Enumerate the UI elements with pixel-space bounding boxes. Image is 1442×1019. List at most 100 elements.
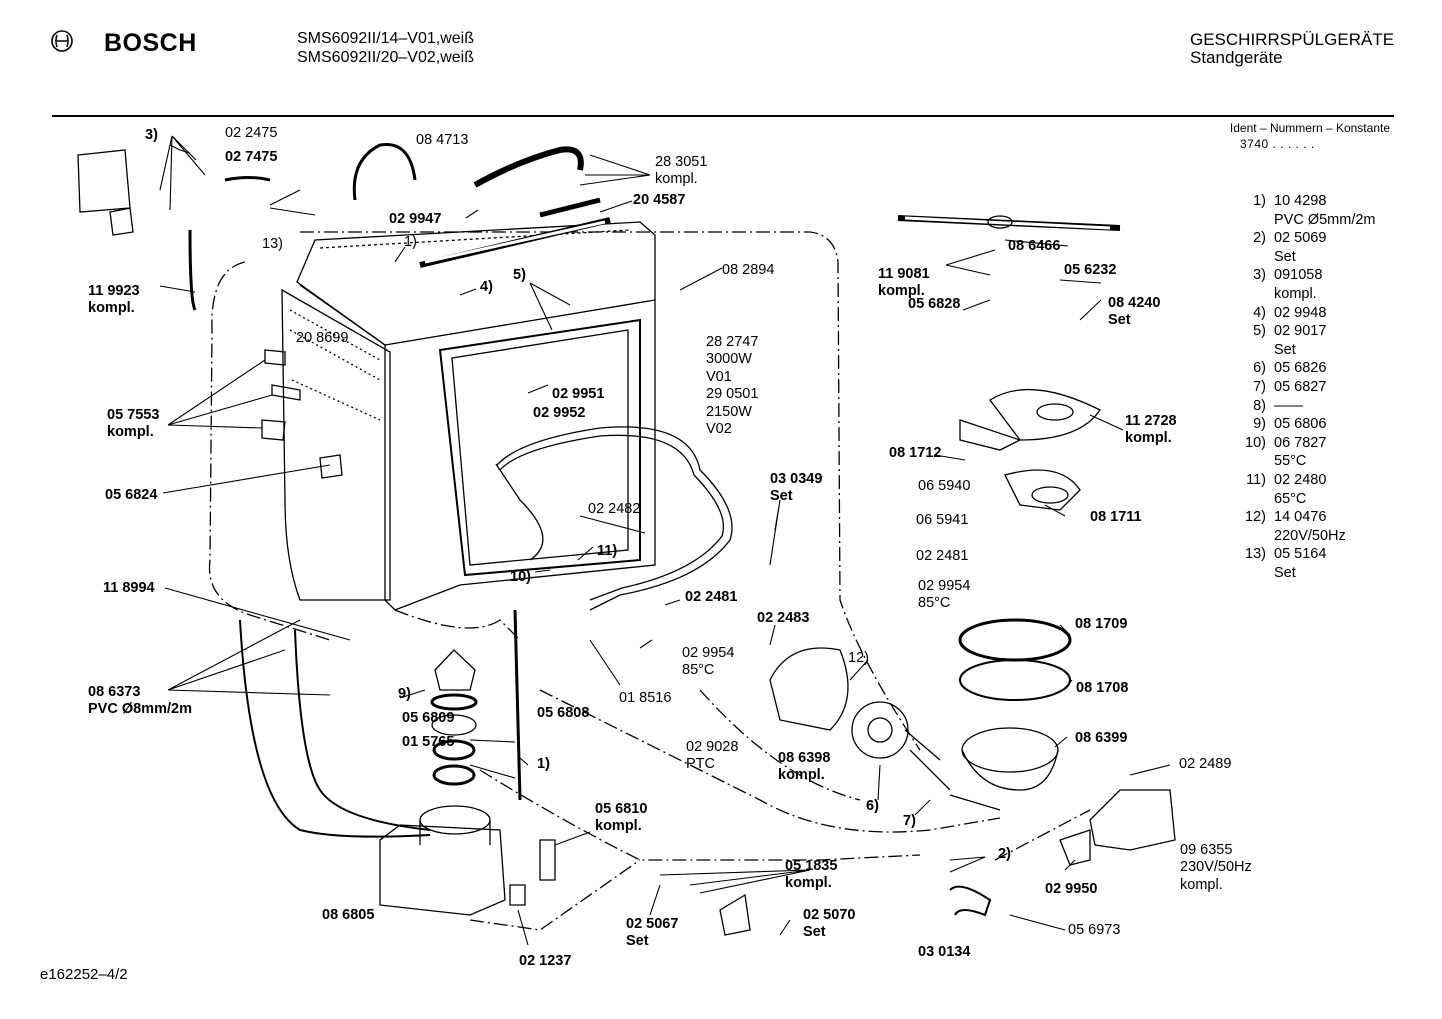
part-label-line: 13)	[262, 236, 283, 252]
part-label-line: kompl.	[1180, 876, 1223, 893]
legend-value: Set	[1274, 564, 1296, 581]
part-label-line: 08 1708	[1076, 680, 1129, 696]
part-label-line: 02 9951	[552, 386, 605, 402]
part-label-line: V02	[706, 420, 732, 437]
part-label-line: 1)	[404, 234, 417, 250]
part-label-p056828: 05 6828	[908, 296, 960, 313]
part-label-line: 3)	[145, 127, 158, 143]
part-label-line: 01 5765	[402, 734, 455, 750]
category-title: GESCHIRRSPÜLGERÄTE	[1190, 30, 1395, 49]
part-label-line: 2150W	[706, 403, 752, 420]
legend-number: 3)	[1253, 267, 1266, 284]
part-label-line: 05 6809	[402, 710, 455, 726]
part-label-line: 02 2481	[685, 589, 738, 605]
part-label-p084713: 08 4713	[416, 132, 468, 149]
part-label-line: 08 6399	[1075, 730, 1128, 746]
legend-row: 10)06 7827	[1228, 434, 1376, 453]
legend-number: 11)	[1246, 471, 1266, 488]
part-label-pn12: 12)	[848, 650, 869, 667]
part-label-p022475: 02 2475	[225, 125, 277, 142]
brand-name: BOSCH	[104, 29, 197, 57]
part-label-p056973: 05 6973	[1068, 922, 1120, 939]
legend-row: 4)02 9948	[1228, 304, 1376, 323]
part-label-line: 05 7553	[107, 407, 160, 423]
part-label-line: 08 6805	[322, 907, 375, 923]
part-label-pn4: 4)	[480, 279, 493, 296]
legend-number: 13)	[1245, 546, 1266, 563]
legend-value: kompl.	[1274, 285, 1317, 302]
part-label-line: kompl.	[88, 300, 135, 317]
part-label-line: kompl.	[655, 171, 698, 188]
part-label-line: 02 2489	[1179, 756, 1232, 772]
part-label-line: 08 6466	[1008, 238, 1061, 254]
part-label-line: 02 5067	[626, 916, 679, 932]
legend-row: 5)02 9017	[1228, 322, 1376, 341]
part-label-line: 08 2894	[722, 262, 775, 278]
part-label-p086466: 08 6466	[1008, 238, 1060, 255]
part-label-line: 4)	[480, 279, 493, 295]
part-label-pn6: 6)	[866, 798, 879, 815]
legend-row: Set	[1228, 341, 1376, 360]
legend-number: 4)	[1253, 304, 1266, 321]
part-label-line: kompl.	[107, 424, 154, 441]
part-label-line: 85°C	[682, 662, 715, 679]
part-label-line: 29 0501	[706, 386, 759, 403]
legend-row: 11)02 2480	[1228, 471, 1376, 490]
legend-value: 02 9017	[1274, 323, 1327, 340]
part-label-line: 05 6232	[1064, 262, 1117, 278]
ident-value: 3740 . . . . . .	[1240, 137, 1315, 151]
part-label-line: 02 2482	[588, 501, 641, 517]
part-label-line: Set	[626, 933, 649, 950]
part-label-pn3a: 3)	[145, 127, 158, 144]
legend-value: 05 6826	[1274, 360, 1327, 377]
part-label-line: 02 9028	[686, 739, 739, 755]
category-subtitle: Standgeräte	[1190, 48, 1283, 67]
part-label-line: 09 6355	[1180, 842, 1233, 858]
part-label-line: 5)	[513, 267, 526, 283]
part-label-p027475: 02 7475	[225, 149, 277, 166]
part-label-line: 06 5940	[918, 478, 971, 494]
part-label-pn5: 5)	[513, 267, 526, 284]
part-label-pn11: 11)	[597, 543, 617, 560]
part-label-p015765: 01 5765	[402, 734, 454, 751]
legend-value: ——	[1274, 397, 1303, 414]
legend-number: 7)	[1253, 378, 1266, 395]
legend-number: 1)	[1253, 193, 1266, 209]
part-label-line: V01	[706, 368, 732, 385]
part-label-line: 01 8516	[619, 690, 672, 706]
part-label-line: 7)	[903, 813, 916, 829]
part-label-line: 08 6398	[778, 750, 831, 766]
part-label-p056808: 05 6808	[537, 705, 589, 722]
part-label-p086399: 08 6399	[1075, 730, 1127, 747]
legend-value: 05 6827	[1274, 378, 1327, 395]
legend-number: 2)	[1253, 230, 1266, 247]
part-label-pn2: 2)	[998, 846, 1011, 863]
legend-value: 02 5069	[1274, 230, 1327, 247]
part-label-pn9: 9)	[398, 686, 411, 703]
legend-value: 091058	[1274, 267, 1323, 284]
legend-number: 9)	[1253, 416, 1266, 433]
part-label-line: 08 1711	[1090, 509, 1142, 525]
part-label-p029947: 02 9947	[389, 211, 441, 228]
legend-value: 55°C	[1274, 453, 1307, 470]
legend-number: 6)	[1253, 360, 1266, 377]
part-label-p029952: 02 9952	[533, 405, 585, 422]
part-label-line: Set	[803, 924, 826, 941]
part-label-line: 02 9950	[1045, 881, 1098, 897]
part-label-p022489: 02 2489	[1179, 756, 1231, 773]
part-label-p029951: 02 9951	[552, 386, 604, 403]
part-label-p056809: 05 6809	[402, 710, 454, 727]
part-label-line: 03 0134	[918, 944, 971, 960]
legend-number: 8)	[1253, 397, 1266, 414]
legend-row: 8) ——	[1228, 397, 1376, 416]
part-label-line: 05 6824	[105, 487, 158, 503]
part-label-p056824: 05 6824	[105, 487, 157, 504]
part-label-line: 02 9954	[682, 645, 735, 661]
